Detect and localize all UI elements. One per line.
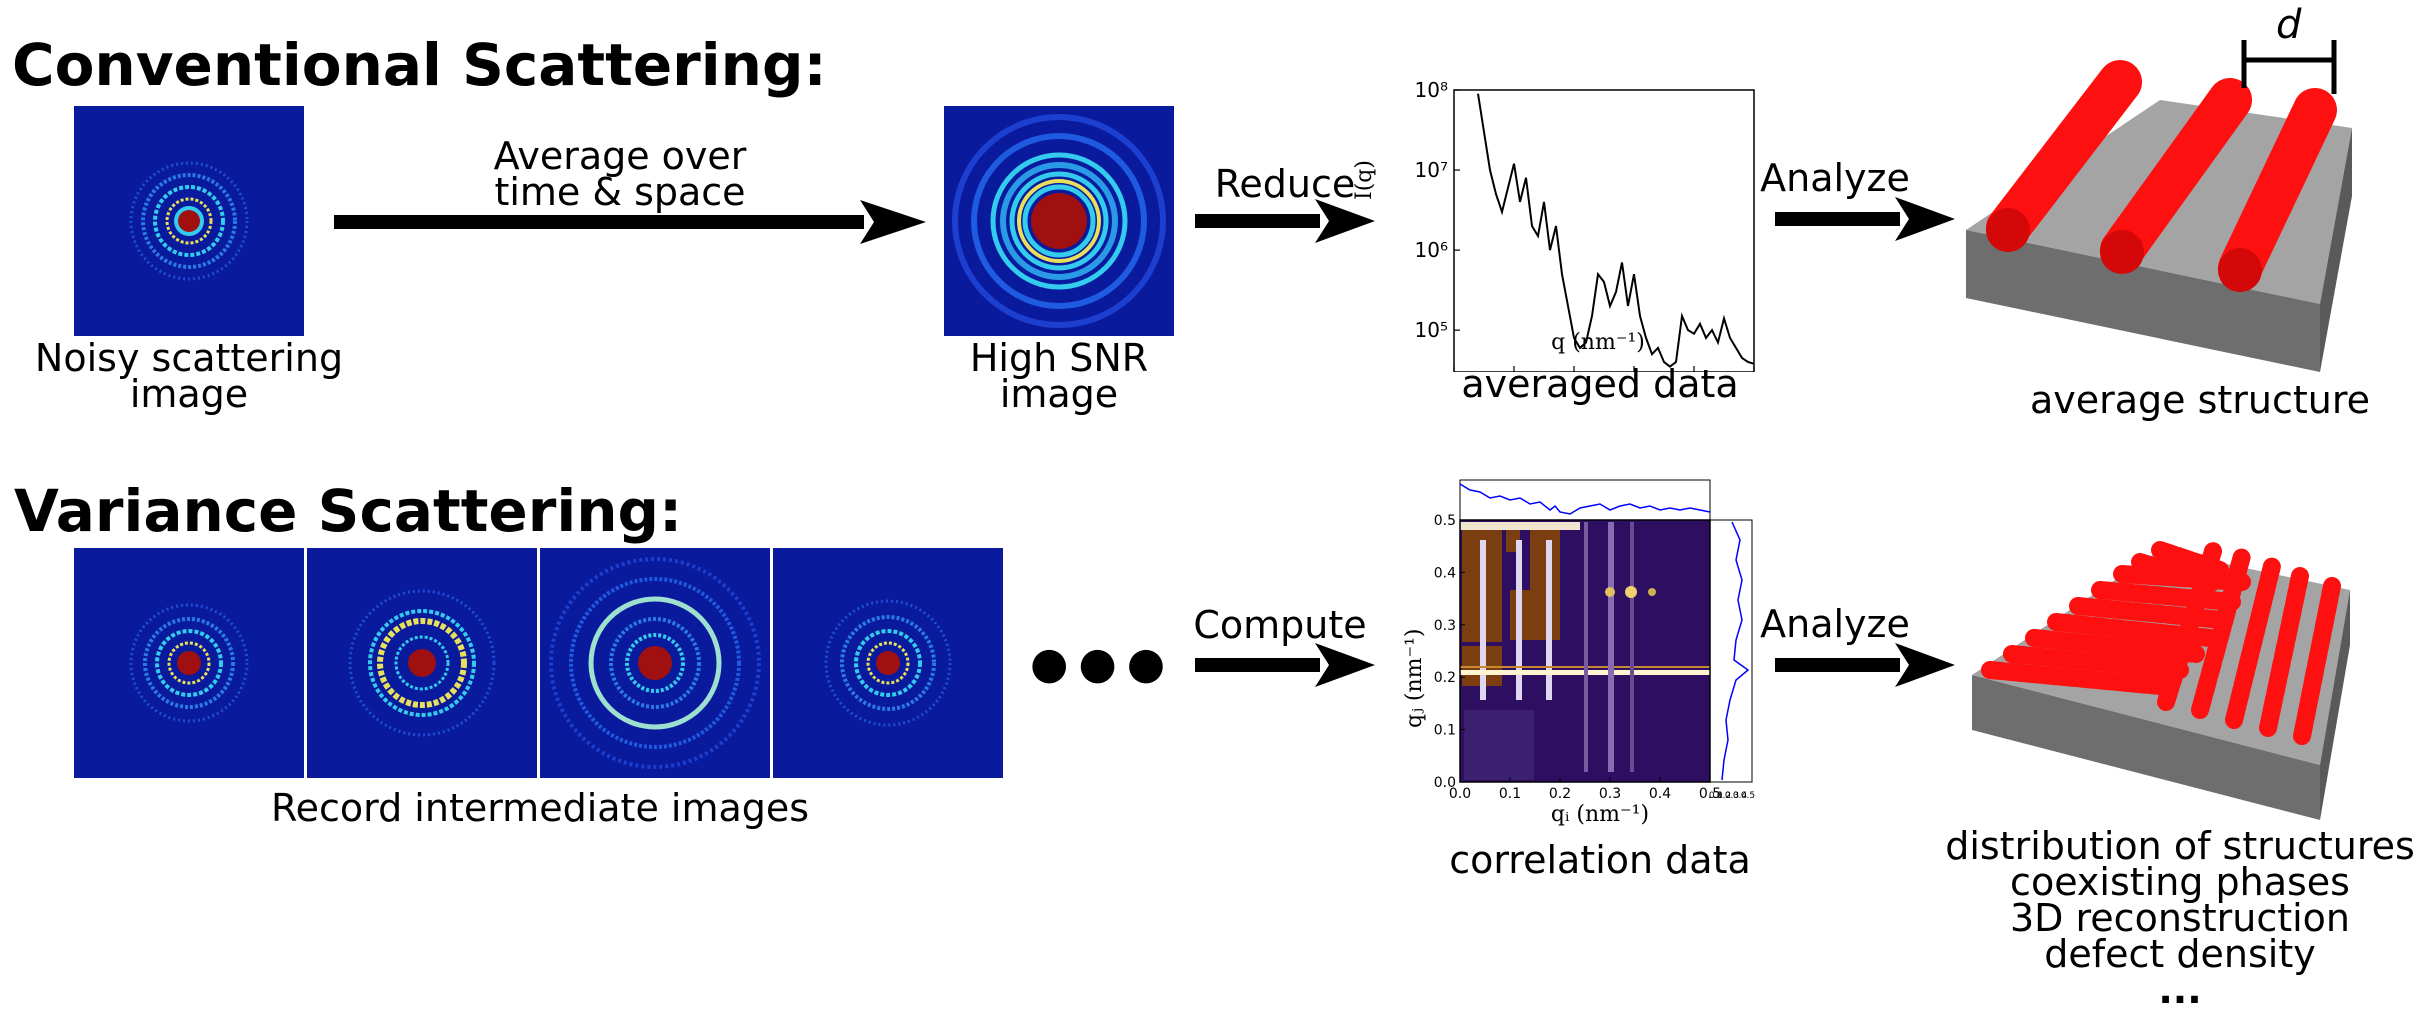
corr-xlabel: qᵢ (nm⁻¹) (1550, 802, 1650, 827)
right-arrow-icon (1775, 643, 1955, 687)
y-tick-label: 0.3 (1434, 618, 1456, 634)
avg-ylabel: I(q) (1352, 160, 1377, 200)
rods-horizontal (1981, 565, 2251, 695)
avg-xlabel: q (nm⁻¹) (1551, 330, 1645, 355)
intermediate-image-4 (773, 548, 1003, 778)
average-structure-label: average structure (2029, 378, 2371, 422)
x-tick-label: 0.5 (1699, 786, 1721, 802)
x-tick-label: 0.1 (1499, 786, 1521, 802)
intermediate-image-1 (74, 548, 304, 778)
reduce-label: Reduce (1214, 162, 1356, 206)
outcome-item: coexisting phases (2010, 860, 2350, 904)
top-projection (1459, 479, 1711, 521)
substrate-side (2320, 590, 2350, 820)
heading-conventional: Conventional Scattering: (12, 31, 827, 99)
side-x-tick-label: 0.4 (1733, 791, 1748, 801)
compute-label: Compute (1193, 603, 1367, 647)
rod-3 (2218, 88, 2337, 292)
side-x-tick-label: 0.1 (1709, 791, 1723, 801)
noisy-image-label: Noisy scattering image (19, 336, 359, 416)
average-arrow-label-line1: Average over (493, 134, 747, 178)
right-arrow-icon (1775, 197, 1955, 241)
outcomes-list: distribution of structures coexisting ph… (1940, 824, 2420, 1012)
side-x-tick-label: 0.5 (1741, 791, 1755, 801)
spacing-bracket (2241, 40, 2337, 94)
y-tick-label: 10⁵ (1415, 318, 1448, 342)
spacing-d-label: d (2276, 2, 2302, 48)
y-tick-label: 10⁸ (1415, 78, 1448, 102)
averaged-data-label: averaged data (1461, 362, 1739, 406)
right-arrow-icon (1195, 643, 1375, 687)
substrate-front (1966, 230, 2320, 372)
substrate-front (1972, 675, 2320, 820)
y-tick-label: 0.1 (1434, 723, 1456, 739)
intensity-curve (1477, 93, 1755, 368)
y-tick-label: 0.4 (1434, 565, 1456, 581)
rods-vertical (2157, 539, 2341, 745)
noisy-scattering-image (74, 106, 304, 336)
y-tick-label: 0.0 (1434, 775, 1456, 791)
ellipsis-icon: ●●● (1030, 638, 1176, 689)
analyze-label-bottom: Analyze (1760, 602, 1910, 646)
high-snr-label: High SNR image (919, 336, 1199, 416)
rod-1 (1986, 60, 2142, 252)
outcome-item: defect density (2044, 932, 2316, 976)
record-images-label: Record intermediate images (270, 786, 810, 830)
outcome-item: distribution of structures (1945, 824, 2415, 868)
y-tick-label: 0.2 (1434, 670, 1456, 686)
side-projection (1709, 519, 1753, 783)
corr-ylabel: qⱼ (nm⁻¹) (1402, 628, 1427, 728)
correlation-data-label: correlation data (1449, 838, 1751, 882)
y-tick-label: 10⁶ (1415, 238, 1448, 262)
intermediate-image-2 (307, 548, 537, 778)
noisy-image-label-line1: Noisy scattering (34, 336, 344, 380)
side-x-tick-label: 0.3 (1725, 791, 1739, 801)
y-tick-label: 10⁷ (1415, 158, 1448, 182)
average-structure-illustration (1966, 40, 2352, 372)
substrate-side (2320, 128, 2352, 372)
high-snr-label-line2: image (999, 372, 1119, 416)
heading-variance: Variance Scattering: (14, 477, 683, 545)
outcome-item: ... (2158, 968, 2202, 1012)
rod-2 (2100, 78, 2252, 274)
intermediate-images-strip (74, 548, 1003, 778)
intermediate-image-3 (540, 548, 770, 778)
y-tick-label: 0.5 (1434, 513, 1456, 529)
high-snr-label-line1: High SNR (969, 336, 1149, 380)
outcome-item: 3D reconstruction (2010, 896, 2350, 940)
right-arrow-icon (334, 200, 926, 244)
structure-distribution-illustration (1972, 539, 2350, 820)
x-tick-label: 0.2 (1549, 786, 1571, 802)
side-x-tick-label: 0.2 (1717, 791, 1731, 801)
average-arrow-label: Average over time & space (450, 134, 790, 214)
analyze-label-top: Analyze (1760, 156, 1910, 200)
x-tick-label: 0.4 (1649, 786, 1671, 802)
plot-frame (1453, 89, 1755, 372)
noisy-image-label-line2: image (129, 372, 249, 416)
right-arrow-icon (1195, 199, 1375, 243)
x-tick-label: 0.0 (1449, 786, 1471, 802)
average-arrow-label-line2: time & space (494, 170, 746, 214)
x-tick-label: 0.3 (1599, 786, 1621, 802)
heatmap-cells (1460, 520, 1710, 782)
high-snr-image (944, 106, 1174, 336)
